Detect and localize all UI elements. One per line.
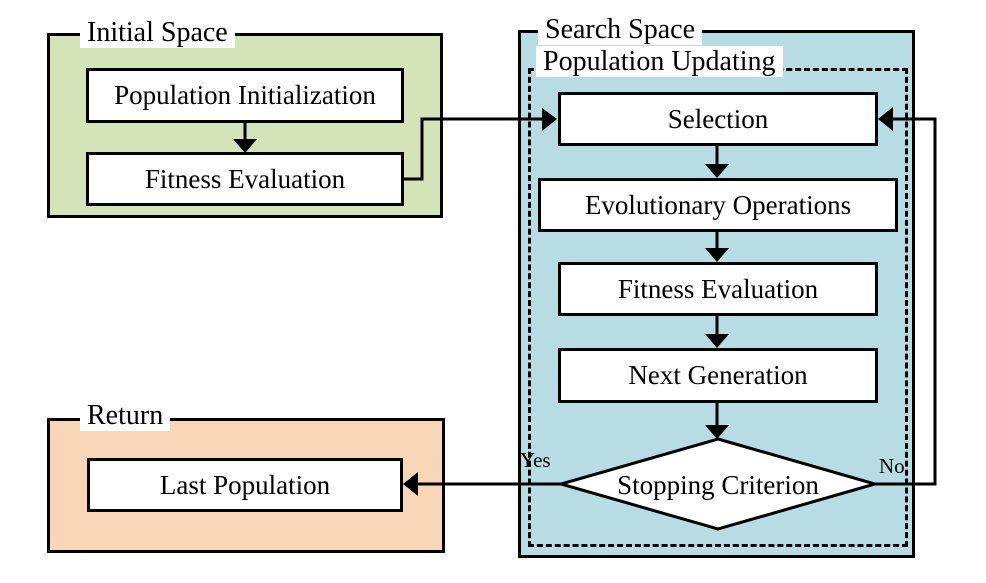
population-updating-title: Population Updating [536, 46, 783, 78]
initial-space-title: Initial Space [80, 17, 235, 49]
node-next-generation: Next Generation [558, 348, 878, 403]
node-fitness-evaluation-search: Fitness Evaluation [558, 262, 878, 316]
node-fitness-evaluation-initial: Fitness Evaluation [86, 152, 404, 206]
node-population-initialization: Population Initialization [86, 68, 404, 123]
no-label: No [879, 454, 905, 478]
node-evolutionary-operations: Evolutionary Operations [538, 178, 898, 232]
node-last-population: Last Population [87, 458, 403, 512]
node-stopping-criterion: Stopping Criterion [617, 469, 819, 500]
return-title: Return [80, 400, 171, 432]
yes-label: Yes [520, 448, 551, 472]
node-selection: Selection [558, 92, 878, 146]
search-space-title: Search Space [538, 14, 703, 46]
